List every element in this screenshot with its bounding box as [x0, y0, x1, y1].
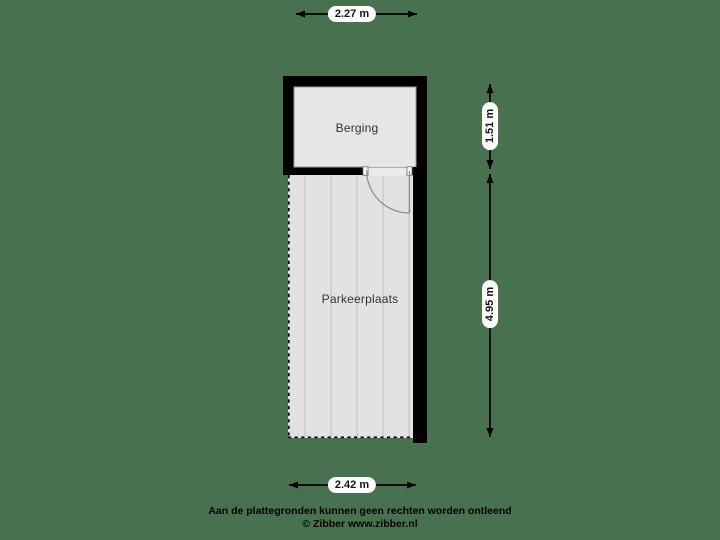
footer-disclaimer: Aan de plattegronden kunnen geen rechten… [208, 505, 512, 517]
parkeerplaats-floor-stripes [304, 176, 410, 437]
door-jamb-left [362, 166, 369, 176]
dimension-label-top: 2.27 m [327, 6, 377, 22]
room-label-parkeerplaats: Parkeerplaats [321, 292, 399, 306]
door-swing-arc [365, 170, 410, 214]
berging-floor [293, 86, 417, 168]
room-label-berging: Berging [335, 121, 379, 135]
footer: Aan de plattegronden kunnen geen rechten… [0, 505, 720, 530]
footer-copyright: © Zibber www.zibber.nl [302, 517, 418, 530]
dimension-label-right-upper: 1.51 m [482, 101, 498, 151]
dimension-label-right-lower: 4.95 m [482, 279, 498, 329]
door-opening [364, 166, 411, 176]
parkeerplaats-floor [288, 175, 413, 438]
dimension-label-bottom: 2.42 m [327, 477, 377, 493]
parkeerplaats-right-wall [413, 167, 427, 443]
